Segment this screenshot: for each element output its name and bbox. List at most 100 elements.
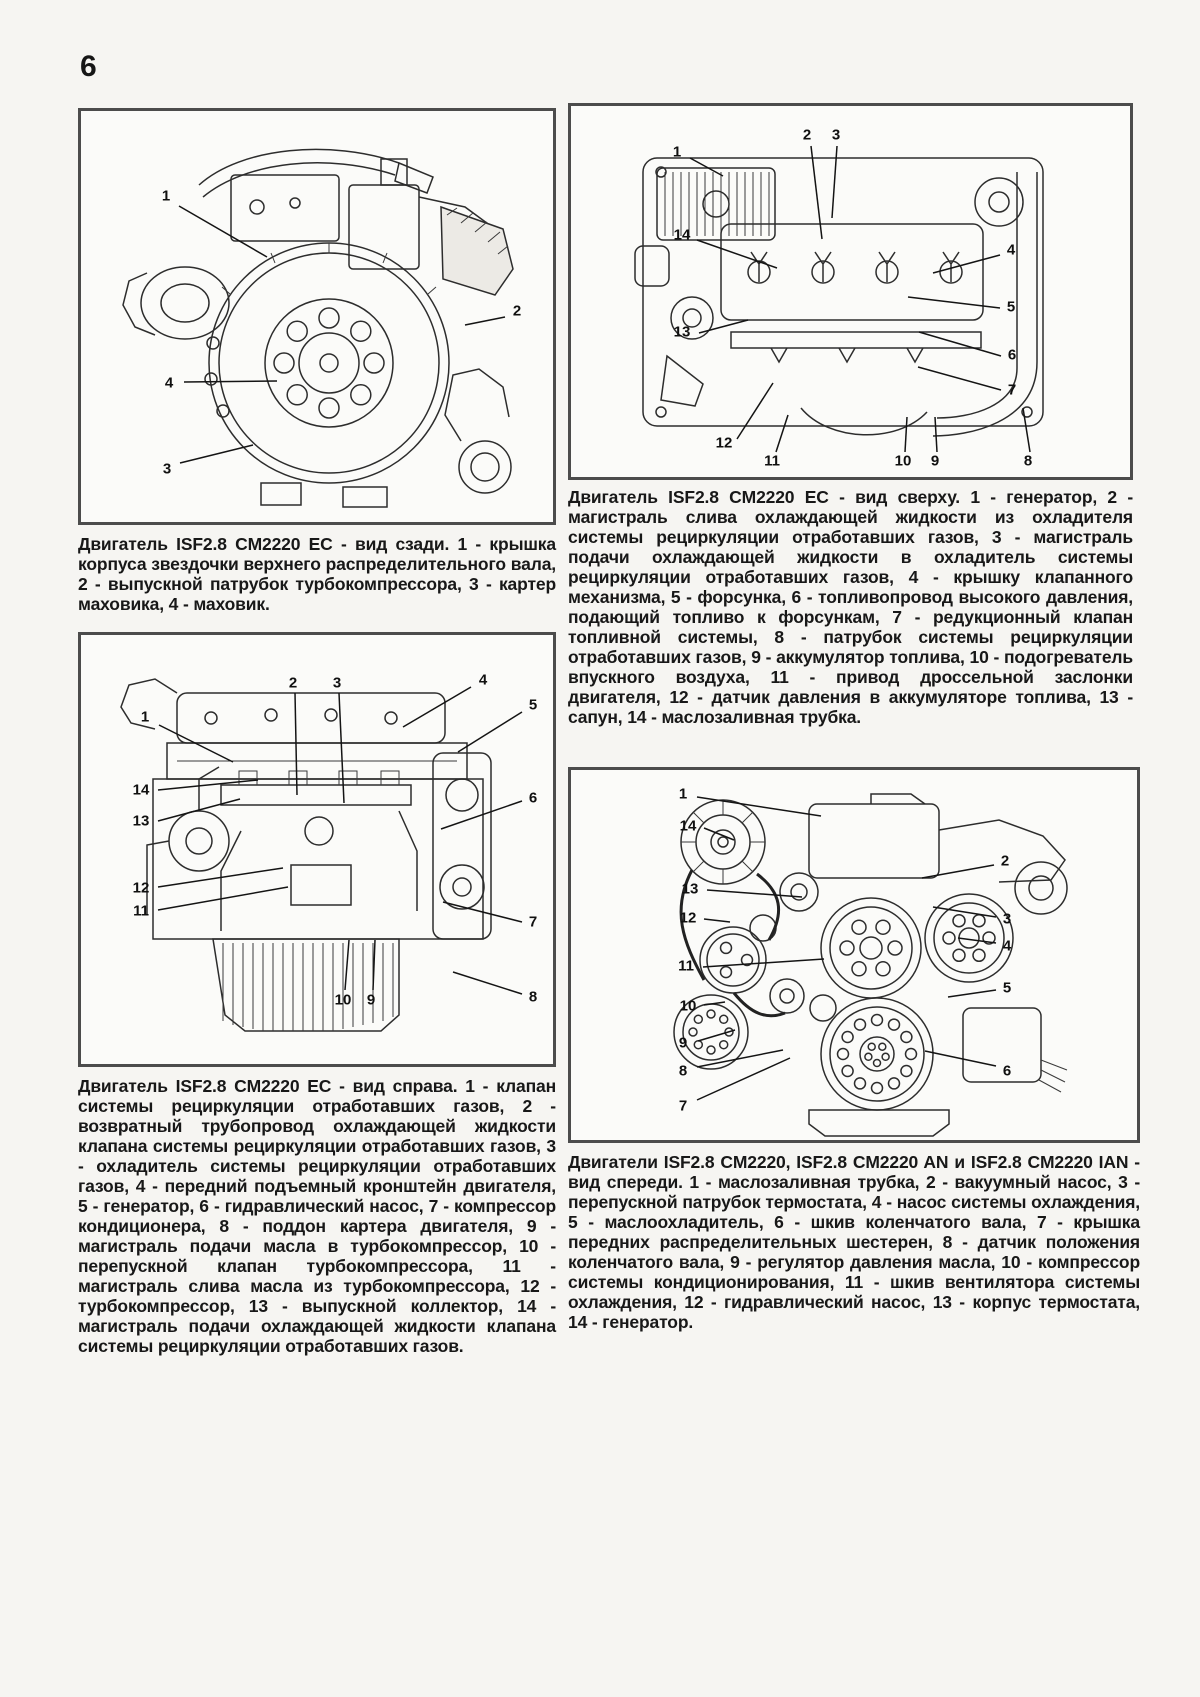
callout-number-2: 2: [1001, 853, 1009, 870]
callout-number-8: 8: [1024, 453, 1032, 470]
callout-number-2: 2: [289, 675, 297, 692]
callout-leader-line-3: [831, 145, 838, 219]
callout-leader-line-1: [696, 796, 822, 817]
callout-number-11: 11: [678, 958, 694, 975]
callout-leader-line-10: [904, 416, 908, 453]
callout-number-7: 7: [679, 1098, 687, 1115]
caption-front-view: Двигатели ISF2.8 CM2220, ISF2.8 CM2220 A…: [568, 1152, 1140, 1332]
callout-number-4: 4: [165, 375, 174, 392]
callout-number-4: 4: [479, 672, 488, 689]
callout-number-6: 6: [1008, 347, 1016, 364]
callout-leader-line-2: [464, 316, 506, 326]
callout-number-12: 12: [680, 910, 697, 927]
engine-right-side-view-drawing: [81, 635, 553, 1064]
callout-number-9: 9: [931, 453, 939, 470]
callout-number-7: 7: [1008, 382, 1016, 399]
callout-number-3: 3: [333, 675, 341, 692]
caption-right-side-view: Двигатель ISF2.8 CM2220 EC - вид справа.…: [78, 1076, 556, 1356]
callout-leader-line-9: [697, 1029, 736, 1042]
caption-rear-view: Двигатель ISF2.8 CM2220 EC - вид сзади. …: [78, 534, 556, 614]
callout-leader-line-11: [775, 414, 789, 453]
engine-top-view-drawing: [571, 106, 1130, 477]
callout-number-5: 5: [1007, 299, 1015, 316]
callout-number-8: 8: [679, 1063, 687, 1080]
callout-leader-line-2: [294, 692, 298, 796]
callout-leader-line-10: [703, 1001, 726, 1006]
callout-number-14: 14: [133, 782, 150, 799]
callout-leader-line-7: [917, 366, 1002, 391]
callout-number-1: 1: [673, 144, 681, 161]
callout-number-7: 7: [529, 914, 537, 931]
callout-number-5: 5: [529, 697, 537, 714]
callout-number-10: 10: [335, 992, 352, 1009]
callout-leader-line-8: [1022, 407, 1031, 453]
callout-number-9: 9: [367, 992, 375, 1009]
callout-leader-line-11: [157, 886, 289, 911]
callout-leader-line-13: [706, 889, 803, 898]
callout-leader-line-4: [402, 686, 472, 728]
callout-number-1: 1: [141, 709, 149, 726]
callout-leader-line-7: [696, 1057, 791, 1101]
callout-leader-line-2: [921, 864, 995, 879]
callout-number-3: 3: [163, 461, 171, 478]
figure-frame-front-view: 1 14 13 12 11 10 9 8 7 2 3 4 5 6: [568, 767, 1140, 1143]
callout-leader-line-6: [440, 800, 523, 830]
callout-number-9: 9: [679, 1035, 687, 1052]
callout-number-2: 2: [803, 127, 811, 144]
callout-leader-line-12: [157, 867, 284, 888]
callout-leader-line-6: [918, 331, 1002, 357]
page-number: 6: [80, 50, 97, 83]
callout-leader-line-13: [157, 798, 241, 822]
callout-leader-line-8: [696, 1049, 784, 1068]
callout-number-11: 11: [764, 453, 780, 470]
callout-leader-line-1: [178, 205, 268, 258]
callout-number-11: 11: [133, 903, 149, 920]
callout-leader-line-8: [452, 971, 523, 995]
callout-leader-line-10: [344, 939, 350, 991]
callout-leader-line-14: [157, 779, 259, 791]
callout-leader-line-5: [947, 989, 997, 998]
callout-number-6: 6: [529, 790, 537, 807]
callout-leader-line-5: [457, 711, 523, 753]
callout-leader-line-12: [703, 918, 731, 923]
callout-number-10: 10: [680, 998, 697, 1015]
callout-number-1: 1: [162, 188, 170, 205]
callout-number-5: 5: [1003, 980, 1011, 997]
callout-number-12: 12: [716, 435, 733, 452]
callout-number-3: 3: [1003, 911, 1011, 928]
callout-leader-line-7: [442, 901, 523, 923]
callout-leader-line-12: [736, 382, 774, 440]
callout-leader-line-3: [179, 444, 254, 464]
callout-leader-line-5: [907, 296, 1001, 309]
callout-leader-line-13: [698, 319, 749, 334]
callouts-front-view: 1 14 13 12 11 10 9 8 7 2 3 4 5 6: [678, 786, 1012, 1115]
callout-number-14: 14: [674, 227, 691, 244]
callout-leader-line-4: [957, 937, 997, 944]
engine-rear-view-drawing: [81, 111, 553, 522]
callout-number-3: 3: [832, 127, 840, 144]
callout-number-1: 1: [679, 786, 687, 803]
callout-number-13: 13: [674, 324, 691, 341]
callout-leader-line-14: [703, 827, 735, 841]
callout-number-4: 4: [1003, 938, 1012, 955]
callout-number-6: 6: [1003, 1063, 1011, 1080]
callout-leader-line-1: [158, 724, 234, 763]
callout-number-10: 10: [895, 453, 912, 470]
callout-number-12: 12: [133, 880, 150, 897]
callout-number-14: 14: [680, 818, 697, 835]
callout-leader-line-9: [934, 416, 938, 453]
callout-number-13: 13: [133, 813, 150, 830]
callout-leader-line-4: [932, 254, 1001, 274]
callout-leader-line-1: [689, 157, 724, 177]
callout-leader-line-3: [932, 906, 997, 918]
callout-leader-line-2: [810, 145, 823, 240]
callout-number-13: 13: [682, 881, 699, 898]
callout-leader-line-3: [338, 692, 345, 804]
caption-top-view: Двигатель ISF2.8 CM2220 EC - вид сверху.…: [568, 487, 1133, 727]
callout-leader-line-4: [183, 380, 278, 383]
